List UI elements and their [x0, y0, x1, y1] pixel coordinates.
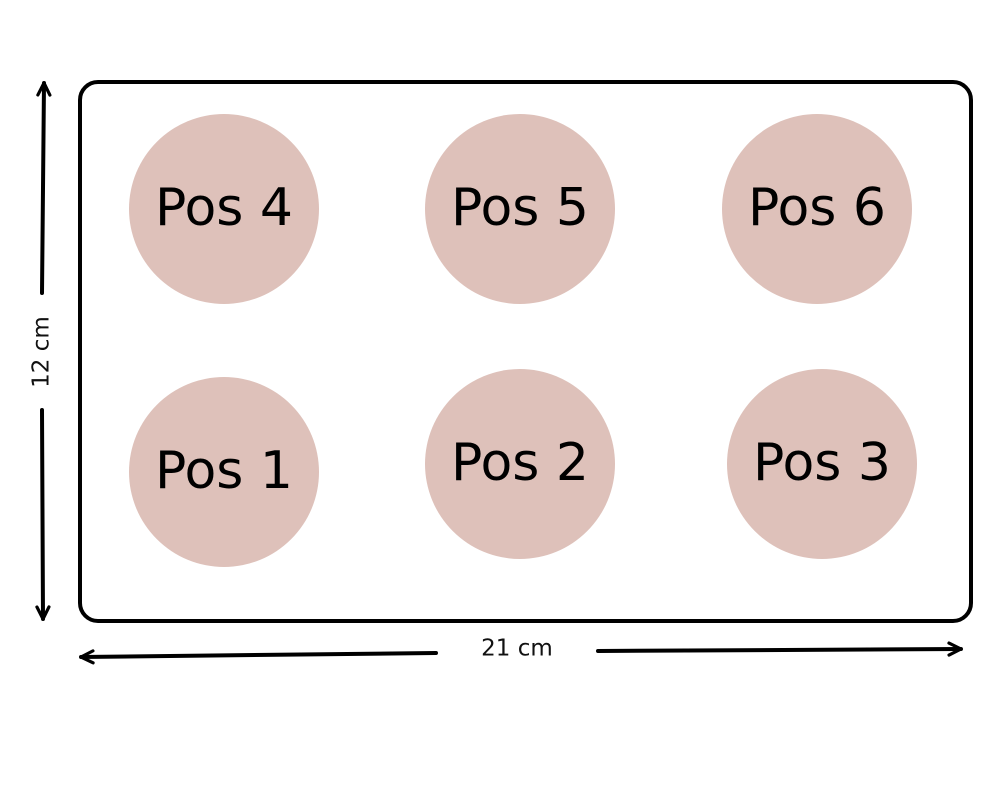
position-label: Pos 1: [155, 441, 293, 501]
width-arrow-right: [596, 641, 963, 657]
position-circle: [425, 369, 615, 559]
position-circle: [722, 114, 912, 304]
position-5: Pos 5: [425, 114, 615, 304]
height-arrow-down: [35, 408, 51, 621]
position-circle: [129, 114, 319, 304]
width-dimension: 21 cm: [79, 636, 963, 665]
position-label: Pos 3: [753, 433, 891, 493]
position-circle: [727, 369, 917, 559]
position-circle: [129, 377, 319, 567]
position-3: Pos 3: [727, 369, 917, 559]
position-label: Pos 2: [451, 433, 589, 493]
position-1: Pos 1: [129, 377, 319, 567]
position-label: Pos 5: [451, 178, 589, 238]
position-label: Pos 6: [748, 178, 886, 238]
width-label: 21 cm: [481, 636, 553, 662]
position-4: Pos 4: [129, 114, 319, 304]
height-dimension: 12 cm: [29, 81, 55, 621]
position-6: Pos 6: [722, 114, 912, 304]
position-label: Pos 4: [155, 178, 293, 238]
position-circle: [425, 114, 615, 304]
height-label: 12 cm: [29, 316, 55, 388]
tray-outline: [78, 80, 973, 623]
width-arrow-left: [79, 649, 438, 665]
position-2: Pos 2: [425, 369, 615, 559]
height-arrow-up: [36, 81, 52, 295]
